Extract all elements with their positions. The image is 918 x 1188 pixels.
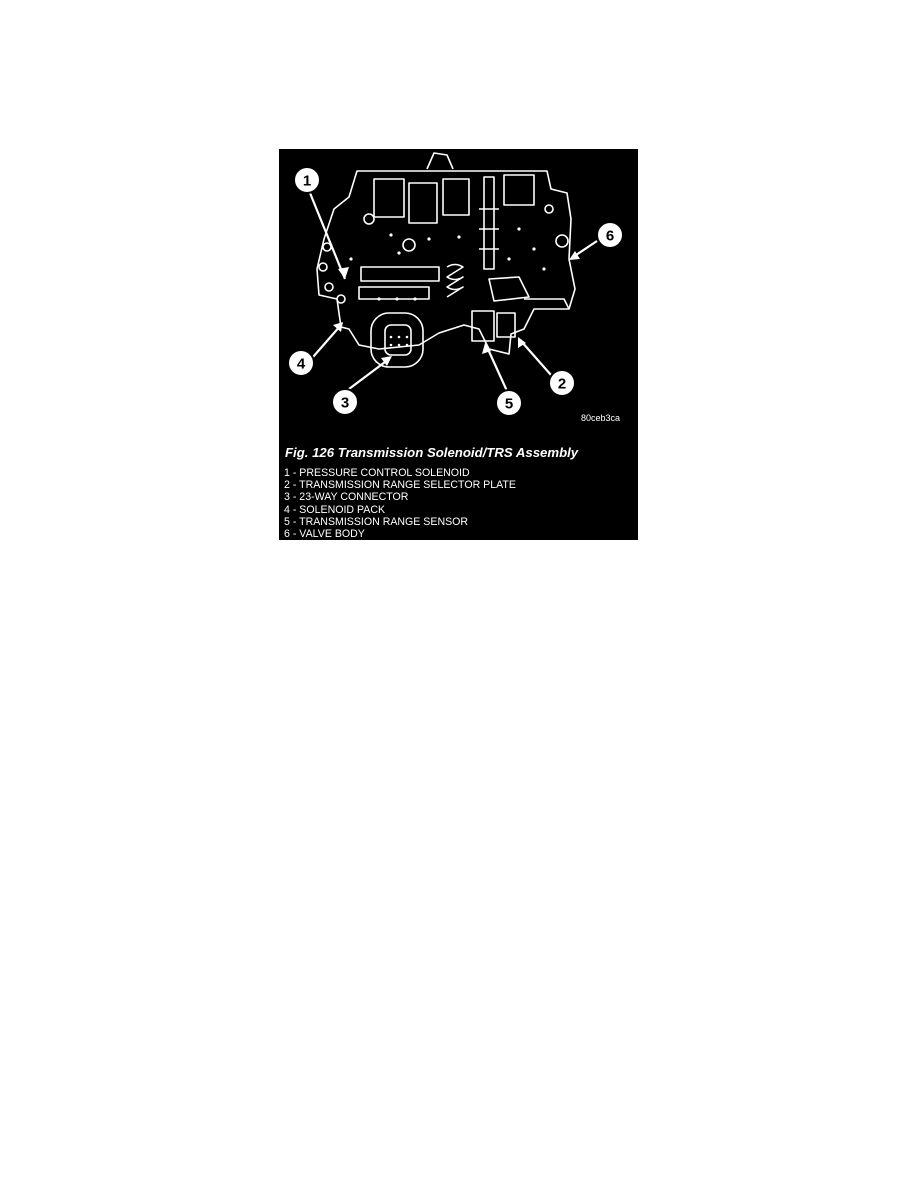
callout-5: 5	[495, 389, 523, 417]
svg-text:4: 4	[297, 356, 306, 373]
image-code: 80ceb3ca	[581, 413, 621, 423]
callout-3: 3	[331, 388, 359, 416]
svg-text:3: 3	[341, 395, 349, 412]
legend-item: 6 - VALVE BODY	[284, 528, 365, 540]
svg-text:1: 1	[303, 173, 311, 190]
svg-text:6: 6	[606, 228, 614, 245]
legend-item: 1 - PRESSURE CONTROL SOLENOID	[284, 467, 470, 479]
svg-text:2: 2	[558, 376, 566, 393]
svg-text:5: 5	[505, 396, 513, 413]
callout-4: 4	[287, 349, 315, 377]
callout-6: 6	[596, 221, 624, 249]
callout-1: 1	[293, 166, 321, 194]
legend-item: 5 - TRANSMISSION RANGE SENSOR	[284, 515, 469, 528]
legend-item: 3 - 23-WAY CONNECTOR	[284, 491, 409, 504]
figure-panel: 1 6 4 2 3 5 80ceb3ca Fig. 126 Transmissi…	[279, 149, 638, 540]
figure-legend: 1 - PRESSURE CONTROL SOLENOID 2 - TRANSM…	[284, 467, 516, 540]
callout-2: 2	[548, 369, 576, 397]
valve-body-illustration: 1 6 4 2 3 5	[287, 152, 624, 417]
legend-item: 2 - TRANSMISSION RANGE SELECTOR PLATE	[284, 479, 516, 492]
legend-item: 4 - SOLENOID PACK	[284, 503, 386, 516]
figure-caption: Fig. 126 Transmission Solenoid/TRS Assem…	[285, 445, 579, 460]
